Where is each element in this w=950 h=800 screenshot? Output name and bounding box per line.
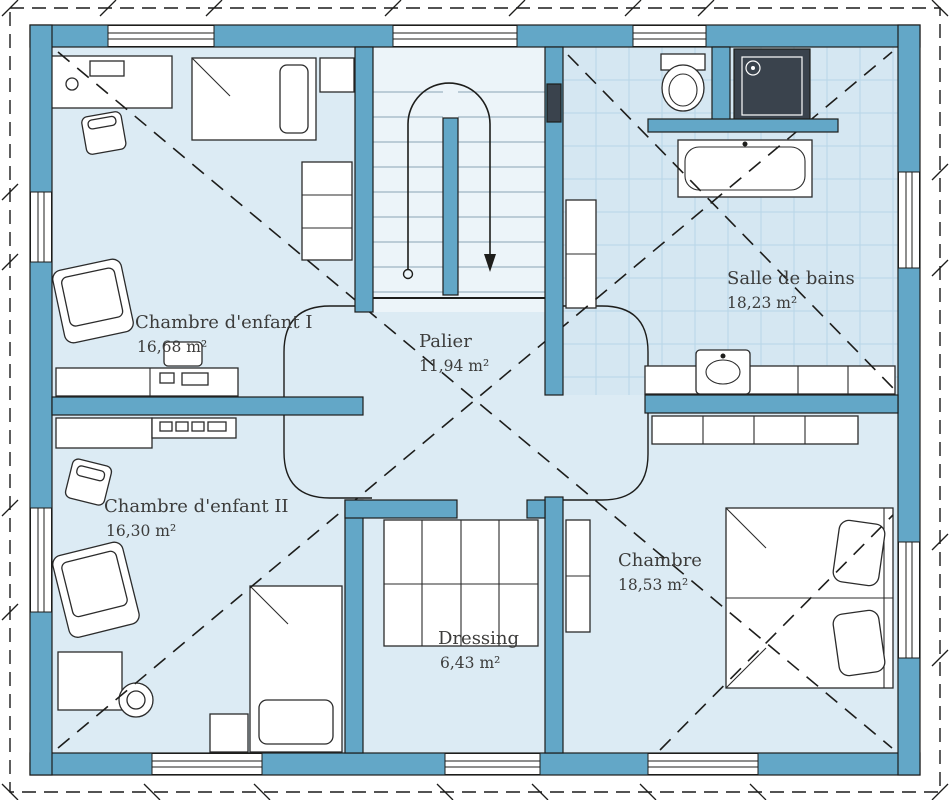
wall-bathroom-left — [544, 46, 564, 396]
window — [647, 753, 759, 775]
wardrobe — [301, 161, 353, 261]
windows — [30, 25, 920, 775]
stair-guide-start — [402, 268, 414, 280]
wall-dressing-left — [344, 499, 364, 754]
room-area: 16,68 m² — [137, 338, 207, 356]
room-area: 6,43 m² — [440, 654, 500, 672]
wall-dressing-top-stub — [526, 499, 546, 519]
room-area: 11,94 m² — [419, 357, 489, 375]
desk-lamp — [65, 77, 79, 91]
bed-pillow — [279, 64, 309, 134]
room-name: Palier — [419, 331, 472, 352]
sideboard — [55, 367, 239, 397]
window — [444, 753, 541, 775]
window — [151, 753, 263, 775]
vanity-counter — [644, 365, 896, 395]
bathtub-faucet — [742, 141, 748, 147]
wall-chambre-left — [544, 496, 564, 754]
desk-item — [159, 421, 173, 432]
window — [30, 191, 52, 263]
desk-chair — [64, 458, 113, 506]
shower — [733, 48, 811, 124]
stool — [163, 341, 203, 367]
label-salle-de-bains: Salle de bains 18,23 m² — [727, 268, 855, 312]
desk-item — [175, 421, 189, 432]
room-name: Chambre d'enfant II — [104, 496, 289, 517]
room-area: 18,23 m² — [727, 294, 797, 312]
window — [392, 25, 518, 47]
floor-staircase — [373, 47, 545, 312]
dashed-diagonals — [57, 51, 894, 751]
nightstand — [319, 57, 355, 93]
wall-exterior-right — [897, 24, 921, 776]
desk-item — [89, 60, 125, 77]
furniture-chambre-enfant-1 — [49, 55, 355, 397]
desk-item — [191, 421, 205, 432]
diagonal-line — [567, 54, 894, 389]
room-name: Chambre d'enfant I — [135, 312, 312, 333]
room-name: Chambre — [618, 550, 702, 571]
bed-pillow — [258, 699, 334, 745]
side-table — [57, 651, 123, 711]
wall-half-height — [647, 118, 839, 133]
wall-dressing-top — [344, 499, 458, 519]
diagonal-line — [57, 51, 893, 749]
furniture-chambre-enfant-2 — [52, 417, 343, 753]
label-chambre: Chambre 18,53 m² — [618, 550, 702, 594]
toilet — [660, 53, 706, 112]
blanket-fold — [249, 585, 289, 625]
wall-exterior-left — [29, 24, 53, 776]
bed-pillow — [832, 609, 886, 677]
window — [30, 507, 52, 613]
label-palier: Palier 11,94 m² — [419, 331, 489, 375]
wall-bathroom-bottom — [644, 394, 899, 414]
furniture-chambre — [565, 415, 894, 689]
furniture-dressing — [383, 519, 539, 647]
desk-chair — [81, 111, 127, 155]
stair-down-arrow — [484, 254, 496, 272]
fixtures-salle-de-bains — [565, 48, 896, 395]
wall-stair-left — [354, 46, 374, 313]
window — [898, 541, 920, 659]
stair-stringer-wall — [442, 117, 459, 296]
desk-item — [207, 421, 227, 432]
room-labels: Chambre d'enfant I 16,68 m² Palier 11,94… — [104, 268, 855, 672]
nightstand — [209, 713, 249, 753]
stair-guide-line — [407, 82, 491, 272]
blanket-fold — [725, 647, 767, 689]
washbasin — [695, 349, 751, 395]
dresser-row — [651, 415, 859, 445]
radiator — [546, 83, 562, 123]
wall-toilet-partition — [711, 46, 731, 126]
room-area: 18,53 m² — [618, 576, 688, 594]
armchair — [52, 258, 134, 344]
room-name: Dressing — [438, 628, 519, 649]
window — [107, 25, 215, 47]
room-name: Salle de bains — [727, 268, 855, 289]
blanket-fold — [191, 57, 231, 97]
label-chambre-enfant-2: Chambre d'enfant II 16,30 m² — [104, 496, 289, 540]
window — [632, 25, 707, 47]
wall-children-rooms-divider — [51, 396, 364, 416]
blanket-fold — [725, 507, 767, 549]
basin-faucet — [720, 353, 726, 359]
staircase — [373, 82, 545, 299]
room-area: 16,30 m² — [106, 522, 176, 540]
window — [898, 171, 920, 269]
desk — [55, 417, 153, 449]
armchair — [52, 541, 140, 638]
diagonal-line — [57, 51, 893, 749]
label-dressing: Dressing 6,43 m² — [438, 628, 519, 672]
sideboard-item — [159, 372, 175, 384]
diagonal-line — [659, 514, 894, 751]
sideboard-item — [181, 372, 209, 386]
label-chambre-enfant-1: Chambre d'enfant I 16,68 m² — [135, 312, 312, 356]
